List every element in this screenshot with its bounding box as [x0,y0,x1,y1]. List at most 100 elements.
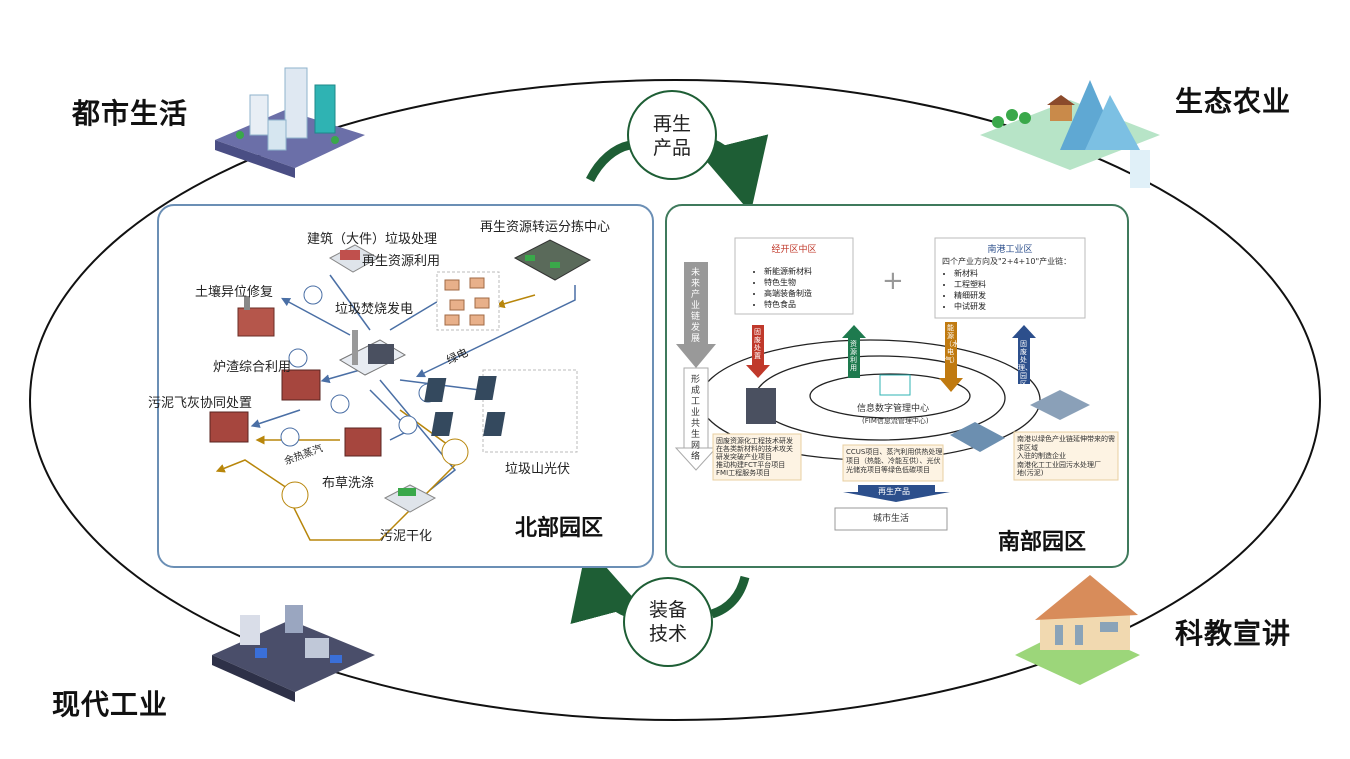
corner-label-science-education: 科教宣讲 [1175,617,1292,650]
label-soil-remediation: 土壤异位修复 [195,285,274,300]
port-zone-box [934,237,1086,319]
circle-top-line2: 产品 [652,137,691,159]
construction-waste-icon [328,244,380,273]
label-recycle-center: 再生资源转运分拣中心 [480,220,611,235]
city-life-box [834,507,948,531]
label-sludge-ash: 污泥飞灰协同处置 [148,396,253,411]
note-right-box [1013,431,1119,481]
monitor-icon [879,374,911,396]
note-left-line: 固废资源化工程技术研发 [716,437,793,445]
city-life-label: 城市生活 [872,514,909,524]
econ-zone-item: 特色生物 [764,277,812,288]
resource-circles [281,438,469,509]
arrow-label-waste-park: 固废处理、园区 [1018,340,1032,388]
arrow-label-energy: 能源（水电气） [945,324,959,364]
note-right-line: 求区域 [1017,443,1038,452]
label-sludge-drying: 污泥干化 [380,529,433,544]
note-mid: CCUS项目、蒸汽利用供热处理 项目（热能、冷能互供）、光伏 光储充项目等绿色低… [846,448,942,475]
port-zone-item: 精细研发 [954,290,986,301]
city-illustration [215,67,365,178]
arc-top-left [585,140,632,183]
circle-label-regenerated-products: 再生 产品 [632,112,712,160]
note-left-line: FMI工程服务项目 [716,469,771,477]
sludge-ash-plant-icon [209,411,249,443]
flow-arrows [746,322,1036,392]
north-connectors [215,274,576,541]
note-left-line: 在各类新材料的技术攻关 [716,445,793,453]
note-mid-box [842,444,944,482]
note-mid-line: CCUS项目、蒸汽利用供热处理 [846,448,943,456]
circle-bottom-line2: 技术 [648,623,687,645]
form-network-label: 形成工业共生网络 [690,375,700,462]
label-construction-waste: 建筑（大件）垃圾处理 [307,232,438,247]
note-right-line: 入驻的制造企业 [1017,452,1066,460]
note-mid-line: 项目（热能、冷能互供）、光伏 [846,457,941,465]
econ-zone-title: 经开区中区 [771,245,817,255]
incineration-plant-icon [338,330,407,376]
note-left-line: 推动构建FCT平台项目 [716,461,786,469]
arc-bottom-left [570,545,641,625]
south-facility-icons [746,374,1090,452]
school-illustration [1015,575,1140,685]
north-facility-icons [209,239,592,513]
note-mid-line: 光储充项目等绿色低碳项目 [846,466,930,474]
note-right-line: 南港化工工业园污水处理厂 [1017,460,1101,469]
reuse-icons [436,271,500,331]
arc-top-right [698,134,769,213]
future-chain-arrow [674,262,718,471]
note-right: 南港以绿色产业链延伸带来的需 求区域 入驻的制造企业 南港化工工业园污水处理厂 … [1017,435,1115,478]
note-left-line: 研发突破产业项目 [716,453,772,461]
reproduct-label: 再生产品 [878,487,910,496]
note-right-line: 南港以绿色产业链延伸带来的需 [1017,435,1115,443]
port-zone-title: 南港工业区 [987,245,1033,255]
info-center-label: 信息数字管理中心 [857,404,930,414]
port-zone-item: 新材料 [954,268,986,279]
label-slag-utilization: 炉渣综合利用 [213,360,292,375]
industry-illustration [212,605,375,702]
office-tower-icon [746,388,776,424]
econ-zone-box [734,237,854,315]
south-park-title: 南部园区 [998,530,1087,555]
farm-illustration [980,80,1160,188]
port-zone-item: 工程塑料 [954,279,986,290]
plus-sign: + [882,266,904,296]
recycle-center-icon [513,239,592,281]
circle-top-line1: 再生 [652,113,691,135]
future-chain-label: 未来产业链发展 [690,268,700,344]
port-industry-icon [1030,390,1090,420]
port-zone-item: 中试研发 [954,301,986,312]
corner-label-eco-agriculture: 生态农业 [1175,85,1292,118]
label-resource-reuse: 再生资源利用 [362,254,441,269]
note-right-line: 地(污泥) [1017,469,1044,477]
pv-panels-icon [424,369,578,453]
circle-label-equipment-technology: 装备 技术 [628,598,708,646]
circle-bottom [623,577,713,667]
reproduct-arrow [843,485,950,502]
arrow-label-solid-waste: 固废处置 [754,328,761,360]
port-zone-intro: 四个产业方向及"2+4+10"产业链： [942,257,1072,266]
circle-top [627,90,717,180]
north-park-title: 北部园区 [515,516,604,541]
soil-remediation-icon [237,296,275,337]
outer-ellipse [29,79,1321,721]
north-park-box [157,204,654,568]
econ-zone-item: 特色食品 [764,299,812,310]
econ-zone-item: 新能源新材料 [764,266,812,277]
label-landfill-pv: 垃圾山光伏 [505,462,571,477]
corner-label-modern-industry: 现代工业 [52,688,169,721]
info-center-sublabel: (FIM信息流管理中心) [862,417,929,425]
port-zone-list: 新材料 工程塑料 精细研发 中试研发 [942,268,986,312]
label-incineration: 垃圾焚烧发电 [335,302,414,317]
cloth-wash-icon [344,427,382,457]
label-cloth-washing: 布草洗涤 [322,476,375,491]
note-left-box [712,433,802,481]
econ-zone-item: 高端装备制造 [764,288,812,299]
corner-label-urban-life: 都市生活 [72,97,189,130]
chemical-plant-icon [950,422,1005,452]
circle-bottom-line1: 装备 [648,599,687,621]
sludge-dry-icon [383,484,437,513]
econ-zone-list: 新能源新材料 特色生物 高端装备制造 特色食品 [752,266,812,310]
arrow-label-resource-use: 资源利用 [850,340,857,372]
